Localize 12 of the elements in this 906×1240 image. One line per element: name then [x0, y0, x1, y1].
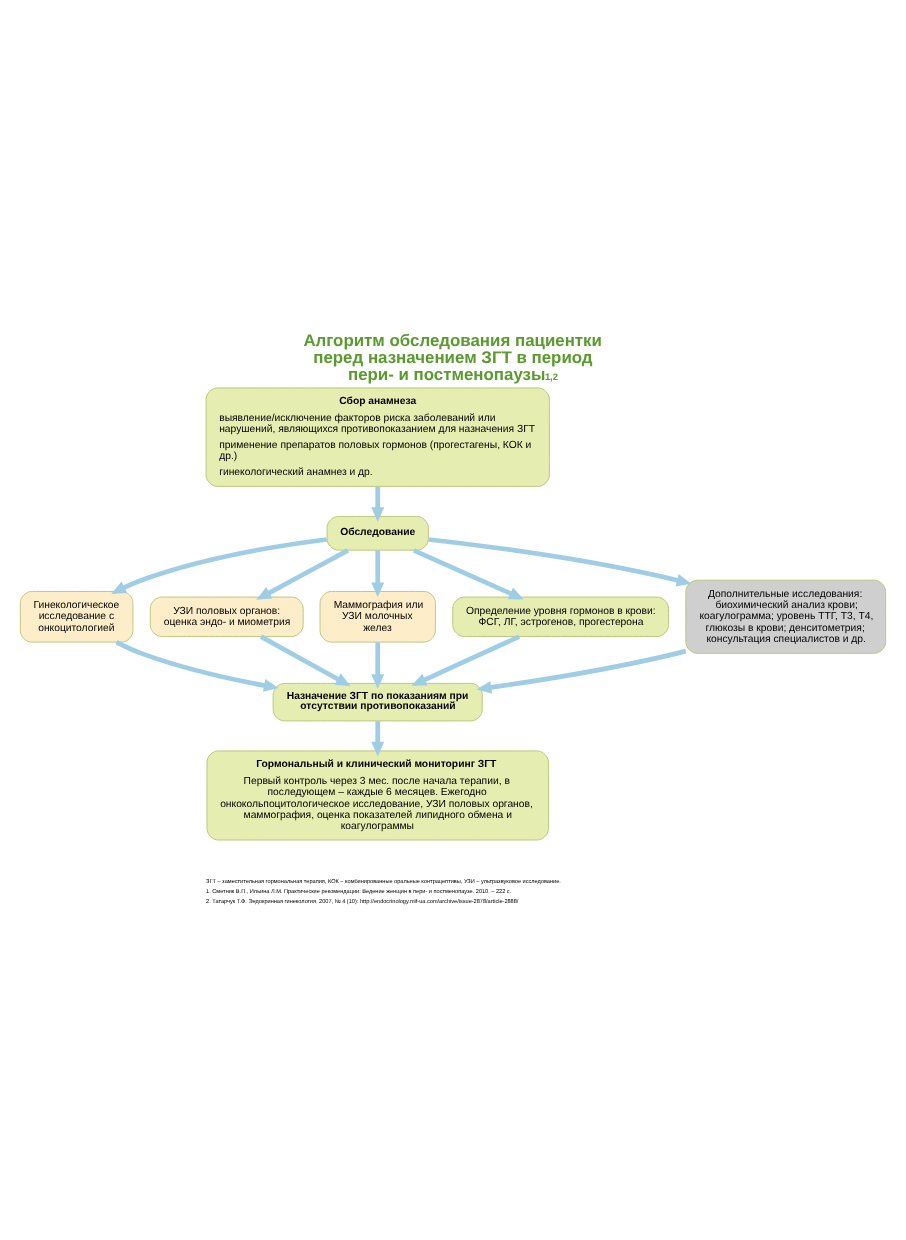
arrow: [111, 536, 327, 594]
arrow: [115, 639, 279, 691]
arrow: [371, 641, 385, 688]
arrow: [411, 633, 521, 685]
arrow: [256, 547, 349, 599]
arrow: [259, 633, 351, 686]
arrow: [476, 647, 687, 693]
arrow: [371, 549, 385, 597]
arrow: [371, 720, 385, 756]
arrow: [428, 536, 692, 586]
arrow: [371, 485, 385, 521]
arrow: [412, 547, 524, 599]
